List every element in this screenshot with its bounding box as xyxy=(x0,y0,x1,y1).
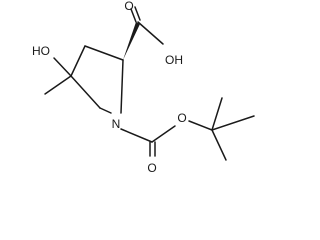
quaternary-carbon-substituents: HO xyxy=(32,44,72,95)
carboxylic-acid-group: O OH xyxy=(123,0,183,67)
bond-tbutyl-methyl-up xyxy=(211,97,223,131)
bond-n-carbamate-c xyxy=(120,128,153,143)
ring-nitrogen-label: N xyxy=(112,117,121,131)
bond-carbamate-c-ester-o xyxy=(151,125,176,143)
bond-ring-n-c2 xyxy=(120,59,124,114)
bond-ester-o-tbutyl-c xyxy=(188,120,213,131)
bond-carbonyl-c-o-2 xyxy=(134,6,141,21)
bond-ring-c2-c3 xyxy=(84,45,124,61)
bond-ring-c5-n xyxy=(99,107,112,114)
ring-hydroxyl-label: HO xyxy=(32,44,50,58)
bond-carbonyl-c-o-1 xyxy=(130,8,137,23)
stereo-wedge-bond xyxy=(123,22,140,60)
pyrrolidine-ring xyxy=(70,45,124,114)
acid-hydroxyl-label: OH xyxy=(165,53,183,67)
bond-c4-methyl xyxy=(44,75,72,95)
bond-tbutyl-methyl-down xyxy=(211,129,227,161)
bond-tbutyl-methyl-right xyxy=(211,115,255,131)
carbamate-ester-oxygen-label: O xyxy=(177,111,186,125)
carbamate-carbonyl-oxygen-label: O xyxy=(147,161,156,175)
boc-protecting-group: O O xyxy=(120,97,255,175)
boc-hydroxy-methyl-proline-structure: O OH HO N O O xyxy=(32,0,255,175)
acid-carbonyl-oxygen-label: O xyxy=(124,0,133,13)
bond-ring-c4-c5 xyxy=(70,75,101,109)
bond-c4-hydroxyl xyxy=(53,57,72,77)
bond-acid-c-oh xyxy=(137,21,164,45)
bond-ring-c3-c4 xyxy=(70,45,86,77)
